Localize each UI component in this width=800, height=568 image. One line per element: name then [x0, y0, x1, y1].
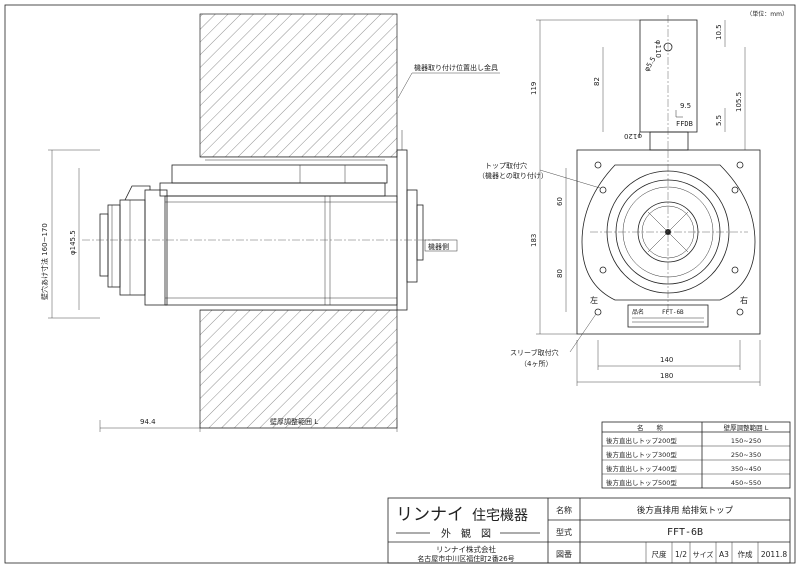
- appliance-flange: [396, 149, 408, 311]
- top-hole-1: [599, 186, 607, 194]
- table-cell-name: 後方直出しトップ300型: [606, 450, 677, 459]
- scale-label: 尺度: [652, 549, 667, 559]
- company-name: リンナイ株式会社: [436, 544, 496, 554]
- size-value: A3: [719, 550, 729, 559]
- name-label: 名称: [556, 505, 572, 515]
- terminal-head: [144, 189, 168, 306]
- table-rows: 後方直出しトップ200型 150~250 後方直出しトップ300型 250~350 後方…: [606, 436, 761, 487]
- dim-10-5: 10.5: [715, 24, 723, 40]
- table-header-name: 名 称: [637, 423, 664, 432]
- brand-logo: リンナイ: [396, 505, 464, 525]
- right-mark: 右: [740, 295, 748, 305]
- dim-180: 180: [660, 372, 673, 380]
- sleeve-hole-2: [736, 308, 744, 316]
- top-hole-3: [599, 266, 607, 274]
- dim-140: 140: [660, 356, 673, 364]
- table-cell-range: 450~550: [731, 479, 761, 487]
- bracket-hole: [663, 42, 673, 52]
- pipe-dia-label: φ145.5: [69, 230, 77, 255]
- model-label: 型式: [556, 527, 572, 537]
- table-cell-range: 350~450: [731, 465, 761, 473]
- table-cell-range: 150~250: [731, 437, 761, 445]
- sleeve-hole-4: [736, 161, 744, 169]
- date-label: 作成: [738, 549, 753, 559]
- date-value: 2011.8: [761, 550, 787, 559]
- company-address: 名古屋市中川区福住町2番26号: [417, 554, 514, 563]
- unit-note: （単位：mm）: [746, 10, 788, 18]
- table-header-range: 壁厚調整範囲 L: [724, 423, 769, 432]
- side-view: 壁穴あけ寸法 160~170 φ145.5 機器取り付け位置出し金具 機器側 9…: [40, 13, 500, 432]
- table-cell-name: 後方直出しトップ400型: [606, 464, 677, 473]
- plate-title: 品名: [632, 308, 644, 316]
- dim-183: 183: [530, 234, 538, 247]
- top-bracket: [639, 19, 698, 133]
- left-mark: 左: [590, 295, 598, 305]
- dim-82: 82: [593, 77, 601, 86]
- drawing-type: 外 観 図: [441, 527, 491, 540]
- bracket-label: 機器取り付け位置出し金具: [414, 63, 498, 72]
- name-value: 後方直排用 給排気トップ: [637, 505, 734, 516]
- table-cell-name: 後方直出しトップ500型: [606, 478, 677, 487]
- top-hole-2: [731, 186, 739, 194]
- size-label: サイズ: [693, 550, 714, 559]
- dim-119: 119: [530, 82, 538, 95]
- top-body-outline: [581, 164, 756, 301]
- top-hole-4: [731, 266, 739, 274]
- wall-hatch-lower: [199, 309, 398, 429]
- sleeve-hole-sub: （4ヶ所）: [520, 359, 552, 368]
- dim-80: 80: [556, 269, 564, 278]
- phi-110: φ110: [654, 40, 662, 58]
- front-view: 品名 FFT-6B 左 右 119 183 60 80 82 10.5 105.…: [478, 15, 761, 386]
- table-cell-range: 250~350: [731, 451, 761, 459]
- name-plate: [627, 304, 709, 328]
- dim-94-4: 94.4: [140, 418, 156, 426]
- dim-9-5: 9.5: [680, 102, 691, 110]
- dim-105-5: 105.5: [735, 92, 743, 112]
- plate-model: FFT-6B: [662, 309, 684, 316]
- appliance-side-box: [424, 239, 458, 252]
- model-value: FFT-6B: [667, 527, 703, 538]
- brand-suffix: 住宅機器: [472, 508, 528, 524]
- scale-value: 1/2: [675, 550, 687, 559]
- top-hole-sub: （機器との取り付け）: [478, 171, 548, 180]
- wall-thickness-label: 壁厚調整範囲 L: [270, 417, 318, 426]
- drawing-no-label: 図番: [556, 549, 572, 559]
- hole-size-label: 壁穴あけ寸法 160~170: [40, 223, 49, 300]
- top-hole-label: トップ取付穴: [485, 161, 527, 170]
- wall-hatch-upper: [199, 13, 398, 158]
- ffdb-label: FFDB: [676, 120, 693, 128]
- phi-5-5: φ5.5: [643, 55, 658, 73]
- title-block: リンナイ 住宅機器 外 観 図 リンナイ株式会社 名古屋市中川区福住町2番26号…: [387, 497, 791, 564]
- sleeve-hole-3: [594, 161, 602, 169]
- sleeve-hole-label: スリーブ取付穴: [510, 348, 559, 357]
- table-cell-name: 後方直出しトップ200型: [606, 436, 677, 445]
- sleeve-hole-1: [594, 308, 602, 316]
- dim-60: 60: [556, 197, 564, 206]
- dim-5-5: 5.5: [715, 115, 723, 126]
- appliance-side-label: 機器側: [428, 242, 449, 251]
- phi-120: φ120: [624, 132, 642, 140]
